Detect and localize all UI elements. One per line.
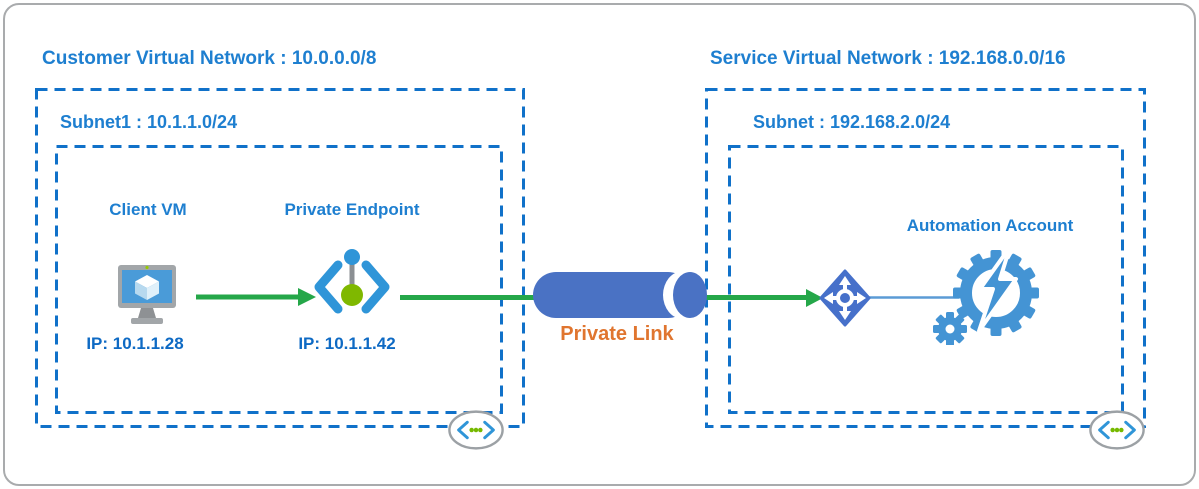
client-vm-ip: IP: 10.1.1.28: [86, 334, 184, 353]
private-endpoint-icon: [310, 246, 394, 328]
customer-vnet-title: Customer Virtual Network : 10.0.0.0/8: [42, 48, 377, 69]
service-subnet-label: Subnet : 192.168.2.0/24: [753, 112, 951, 132]
virtual-network-icon: [1088, 409, 1146, 451]
automation-gear-icon: [930, 245, 1044, 345]
private-endpoint-label: Private Endpoint: [284, 200, 420, 219]
network-interface-icon: [819, 269, 871, 327]
customer-subnet-border: [55, 145, 503, 414]
customer-subnet-label: Subnet1 : 10.1.1.0/24: [60, 112, 238, 132]
vm-monitor-icon: [116, 262, 178, 332]
service-subnet-border: [728, 145, 1124, 414]
service-vnet-title: Service Virtual Network : 192.168.0.0/16: [710, 48, 1066, 69]
automation-account-label: Automation Account: [906, 216, 1074, 235]
private-endpoint-ip: IP: 10.1.1.42: [298, 334, 396, 353]
client-vm-label: Client VM: [109, 200, 187, 219]
private-link-label: Private Link: [560, 323, 674, 345]
private-link-tunnel-icon: [532, 270, 710, 320]
customer-vnet-border: [35, 88, 525, 428]
arrow-vm-to-endpoint: [196, 288, 316, 306]
service-vnet-border: [705, 88, 1146, 428]
virtual-network-icon: [447, 409, 505, 451]
